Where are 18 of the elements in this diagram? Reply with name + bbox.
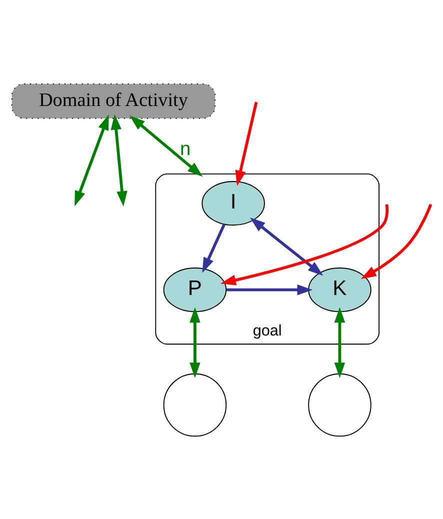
arrow	[235, 101, 258, 186]
node-ellipse: I	[202, 180, 265, 226]
node-ellipse: P	[163, 267, 227, 312]
node-box: Domain of Activity	[11, 82, 216, 118]
arrow	[220, 204, 389, 285]
arrow	[190, 306, 200, 378]
node-circle	[308, 372, 372, 436]
arrow	[202, 223, 226, 272]
arrow	[360, 203, 432, 278]
edge-label: n	[180, 138, 191, 160]
arrow	[334, 306, 346, 378]
arrow	[110, 114, 128, 206]
arrow	[226, 284, 313, 295]
arrow	[250, 216, 324, 276]
node-ellipse: K	[308, 267, 372, 312]
node-circle	[163, 372, 227, 436]
arrow	[130, 115, 203, 176]
arrow	[74, 114, 109, 206]
